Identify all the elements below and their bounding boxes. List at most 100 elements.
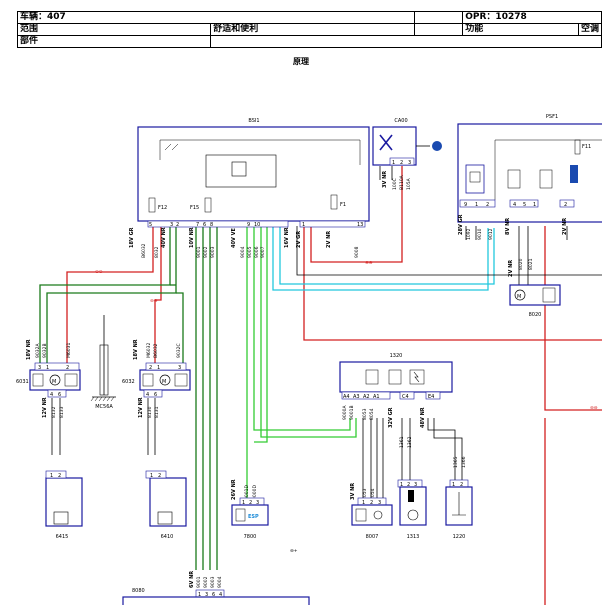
svg-text:M: M — [52, 379, 56, 385]
psf-conn-b: 8V NR — [505, 218, 511, 235]
bsi-pin: 8 — [210, 222, 213, 228]
m6410-wire: 8131 — [154, 406, 160, 418]
m6415-pin: 2 — [58, 473, 61, 479]
m6031-wire: M6031 — [66, 343, 72, 358]
mc56a-module: MC56A — [90, 344, 116, 410]
bsi-conn-g: 2V NR — [326, 231, 332, 248]
m6410-wire: 8130 — [147, 406, 153, 418]
psf-pin: 9 — [464, 202, 467, 208]
m1320-wire: 9000A — [342, 405, 348, 420]
m7800-pin: 2 — [249, 500, 252, 506]
marker-4: ⊖⊖ — [590, 406, 598, 411]
m1320-pin: A2 — [363, 394, 370, 400]
m6415-module: 1 2 6415 — [45, 470, 83, 540]
bsi-label: BSI1 — [248, 118, 259, 124]
black-wires — [51, 166, 602, 503]
marker-2: ⊖⊖ — [150, 299, 158, 304]
bsi-conn-e: 16V NR — [284, 227, 290, 248]
ca00-wire: 100C — [392, 178, 398, 190]
m8080-wire: 9002 — [203, 576, 209, 588]
m6031-conn: 18V NR — [26, 339, 32, 360]
m1313-wire: 1362 — [407, 436, 413, 448]
m8080-wire: 9003 — [210, 576, 216, 588]
m6032-pin: 6 — [154, 392, 157, 398]
mc56a-label: MC56A — [95, 404, 113, 410]
bsi-pin: 3 — [170, 222, 173, 228]
m6031-pin: 1 — [46, 365, 49, 371]
m1313-wire: 1361 — [399, 436, 405, 448]
m1320-pin: A4 — [343, 394, 350, 400]
m1320-pin: A1 — [373, 394, 380, 400]
m1220-wire: 1366 — [461, 456, 467, 468]
m7800-pin: 3 — [256, 500, 259, 506]
marker-1: ⊖⊖ — [95, 270, 103, 275]
marker-3: ⊖⊖ — [365, 261, 373, 266]
psf-wire: 9010 — [477, 228, 483, 240]
m6031-pin: 4 — [50, 392, 53, 398]
bsi-wire: 9001 — [196, 246, 202, 258]
bsi-wire: 9008 — [354, 246, 360, 258]
m1313-pin: 3 — [414, 482, 417, 488]
m1320-pin: C4 — [402, 394, 409, 400]
m8080-wire: 9001 — [196, 576, 202, 588]
bsi-pin: 10 — [254, 222, 260, 228]
m8020-wire: 8020 — [518, 258, 524, 270]
psf-wire: 9012 — [488, 228, 494, 240]
m8080-label: 8080 — [132, 588, 145, 594]
m7800-wire: 9001D — [244, 485, 250, 500]
bsi-pins: 5 3 2 7 6 8 9 10 1 13 — [149, 222, 363, 228]
m8080-module: 6V NR 9001 9002 9003 9004 1 3 6 4 8080 — [122, 571, 310, 605]
ca00-wire: B110A — [399, 174, 405, 190]
m6032-pin: 3 — [178, 365, 181, 371]
parts-label: 部件 — [16, 35, 212, 48]
m1220-label: 1220 — [453, 534, 466, 540]
header-table: 车辆：407 OPR：10278 范围 舒适和便利 功能 空调 部件 — [16, 11, 602, 48]
m7800-label: 7800 — [244, 534, 257, 540]
page-title: 原理 — [293, 57, 309, 66]
m8007-pin: 2 — [370, 500, 373, 506]
m6415-label: 6415 — [56, 534, 69, 540]
m1320-pin: E4 — [428, 394, 434, 400]
bsi-conn-f: 2V GR — [296, 231, 302, 248]
bsi-pin: 7 — [196, 222, 199, 228]
bsi-wire: 8032 — [154, 246, 160, 258]
psf-pin: 1 — [533, 202, 536, 208]
m1313-pin: 2 — [407, 482, 410, 488]
fuse-f11: F11 — [582, 144, 591, 150]
bsi-conn-b: 40V NR — [161, 227, 167, 248]
bsi-wire: 9007 — [260, 246, 266, 258]
ca00-conn: 3V NR — [382, 171, 388, 188]
m8007-pin: 3 — [378, 500, 381, 506]
m6031-pin: 3 — [38, 365, 41, 371]
m6410-conn: 12V NR — [138, 397, 144, 418]
esp-label: ESP — [248, 514, 259, 520]
m1320-wire: 8053 — [362, 408, 368, 420]
ca00-label: CA00 — [394, 118, 407, 124]
m8007-label: 8007 — [366, 534, 379, 540]
m6032-pin: 2 — [149, 365, 152, 371]
m1220-pin: 1 — [452, 482, 455, 488]
m1220-conn: 48V NR — [420, 407, 426, 428]
m8007-pin: 1 — [362, 500, 365, 506]
ca00-pin: 3 — [408, 160, 411, 166]
m8080-wire: 9004 — [217, 576, 223, 588]
m6032-wire: 9032C — [176, 343, 182, 358]
m8080-pin: 6 — [212, 592, 215, 598]
m8080-pin: 1 — [198, 592, 201, 598]
m6031-pin: 2 — [66, 365, 69, 371]
fuse-f1: F1 — [340, 202, 346, 208]
ca00-module: CA00 1 2 3 3V NR 100C B110A 105A — [372, 118, 442, 190]
m6415-pin: 1 — [50, 473, 53, 479]
m6410-pin: 1 — [150, 473, 153, 479]
psf-conn-c: 2V NR — [562, 218, 568, 235]
cyan-wires — [272, 226, 495, 291]
bsi-conn-d: 40V VE — [231, 228, 237, 248]
psf-pin: 1 — [475, 202, 478, 208]
green-wires — [39, 226, 218, 570]
bsi-pin: 5 — [149, 222, 152, 228]
ca00-pin: 2 — [400, 160, 403, 166]
m8080-conn: 6V NR — [189, 571, 195, 588]
m8020-wire: 8021 — [528, 258, 534, 270]
bsi-wire: 9004 — [240, 246, 246, 258]
bsi-wire: 9003 — [210, 246, 216, 258]
